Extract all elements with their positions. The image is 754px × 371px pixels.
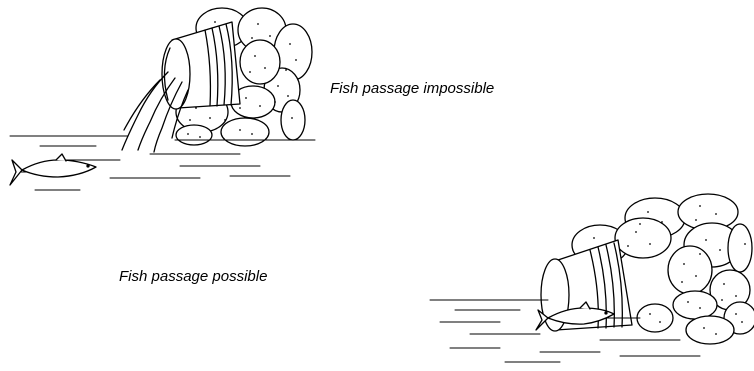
fish-icon xyxy=(10,154,96,185)
caption-fish-passage-impossible: Fish passage impossible xyxy=(330,80,494,97)
caption-fish-passage-possible: Fish passage possible xyxy=(119,268,267,285)
perched-culvert-illustration xyxy=(10,8,315,190)
embedded-culvert-illustration xyxy=(430,194,754,362)
